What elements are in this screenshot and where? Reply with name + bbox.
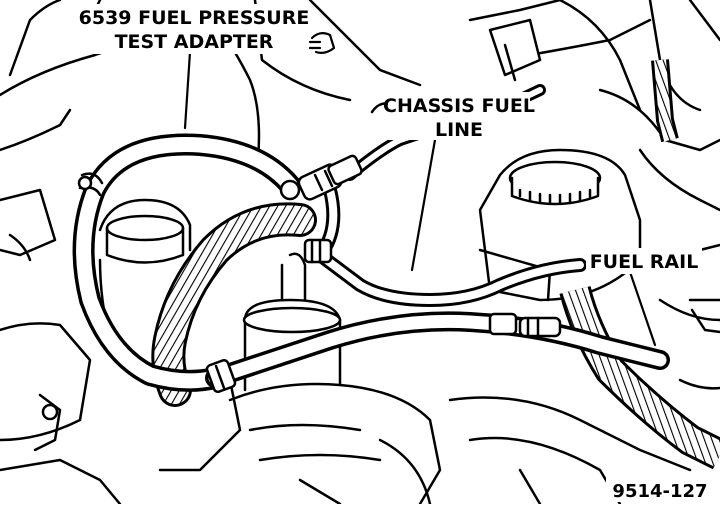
label-figure-number: 9514-127 <box>606 478 716 502</box>
leader-fuel-rail <box>628 270 657 347</box>
label-chassis-line1: CHASSIS FUEL <box>383 95 535 117</box>
label-chassis-line2: LINE <box>435 119 483 141</box>
label-adapter-line1: 6539 FUEL PRESSURE <box>79 7 310 29</box>
connector-icon <box>308 31 336 54</box>
label-adapter-line2: TEST ADAPTER <box>115 31 274 53</box>
label-fuel-rail-text: FUEL RAIL <box>590 251 699 273</box>
reservoir-left <box>98 198 192 342</box>
label-chassis-fuel-line: CHASSIS FUEL LINE <box>383 92 535 141</box>
harness-conduit-right <box>559 59 720 470</box>
hose-clamps <box>77 172 104 197</box>
label-fuel-rail: FUEL RAIL <box>586 248 702 274</box>
leader-lines <box>183 50 657 347</box>
fuel-filter-canister <box>242 252 342 392</box>
test-adapter-hose <box>72 133 301 392</box>
label-test-adapter: 6539 FUEL PRESSURE TEST ADAPTER <box>79 4 310 54</box>
leader-chassis <box>410 138 437 272</box>
leader-adapter <box>183 50 192 130</box>
figure-number: 9514-127 <box>612 481 707 502</box>
harness-conduit-left <box>151 202 317 407</box>
hose-fittings <box>205 18 562 394</box>
